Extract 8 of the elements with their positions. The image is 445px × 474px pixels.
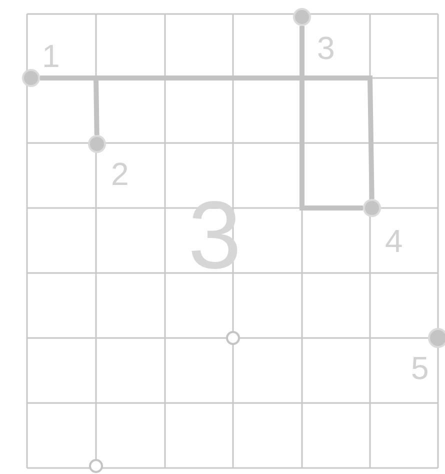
point-dot [428,328,445,348]
hollow-point-dot [226,331,240,345]
hollow-point-dot [89,459,103,473]
point-dot [293,8,311,26]
point-dot [88,135,106,153]
connector-line [300,26,363,210]
point-dot [363,199,381,217]
point-dot [22,69,40,87]
